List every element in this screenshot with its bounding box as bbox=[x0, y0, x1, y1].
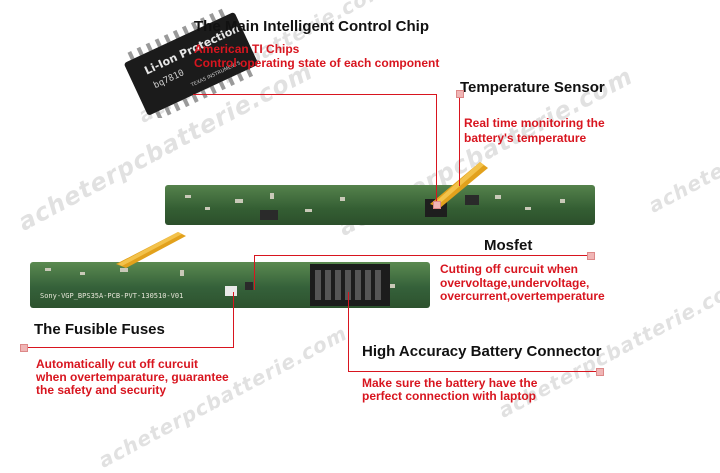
fuse-leader-v bbox=[233, 292, 234, 348]
temperature-line1: Real time monitoring the bbox=[464, 116, 605, 130]
mosfet-title: Mosfet bbox=[484, 237, 533, 254]
fuse-line3: the safety and security bbox=[36, 383, 167, 397]
mosfet-line1: Cutting off curcuit when bbox=[440, 262, 578, 276]
fuse-marker bbox=[20, 344, 28, 352]
chip-title: The Main Intelligent Control Chip bbox=[194, 18, 429, 35]
lower-pcb: Sony-VGP_BPS35A-PCB-PVT-130510-V01 bbox=[30, 262, 430, 308]
connector-line1: Make sure the battery have the bbox=[362, 376, 538, 390]
connector-marker bbox=[596, 368, 604, 376]
chip-leader-v bbox=[436, 94, 437, 204]
chip-leader-h bbox=[193, 94, 437, 95]
fuse-line1: Automatically cut off curcuit bbox=[36, 357, 199, 371]
mosfet-leader-v bbox=[254, 255, 255, 290]
fuse-line2: when overtemparature, guarantee bbox=[36, 370, 229, 384]
fuse-leader-h bbox=[24, 347, 234, 348]
temperature-line2: battery's temperature bbox=[464, 131, 587, 145]
lower-flex-cable bbox=[110, 230, 190, 270]
chip-line2: Control operating state of each componen… bbox=[194, 56, 440, 70]
connector-leader-h bbox=[348, 371, 600, 372]
upper-pcb bbox=[165, 185, 595, 225]
chip-line1: American TI Chips bbox=[194, 42, 300, 56]
temperature-marker bbox=[456, 90, 464, 98]
board-silkscreen: Sony-VGP_BPS35A-PCB-PVT-130510-V01 bbox=[40, 292, 184, 300]
connector-title: High Accuracy Battery Connector bbox=[362, 343, 602, 360]
watermark-4: acheterpcbatterie.com bbox=[644, 65, 720, 218]
temperature-leader-v bbox=[459, 98, 460, 186]
mosfet-line3: overcurrent,overtemperature bbox=[440, 289, 605, 303]
chip-image: Li-Ion Protection bq7810 TEXAS INSTRUMEN… bbox=[108, 8, 278, 120]
mosfet-marker bbox=[587, 252, 595, 260]
mosfet-leader-h bbox=[254, 255, 590, 256]
temperature-title: Temperature Sensor bbox=[460, 79, 605, 96]
connector-leader-v bbox=[348, 292, 349, 372]
connector-line2: perfect connection with laptop bbox=[362, 389, 537, 403]
fuse-title: The Fusible Fuses bbox=[34, 321, 165, 338]
mosfet-line2: overvoltage,undervoltage, bbox=[440, 276, 590, 290]
upper-flex-cable bbox=[400, 160, 490, 210]
chip-marker bbox=[433, 201, 441, 209]
